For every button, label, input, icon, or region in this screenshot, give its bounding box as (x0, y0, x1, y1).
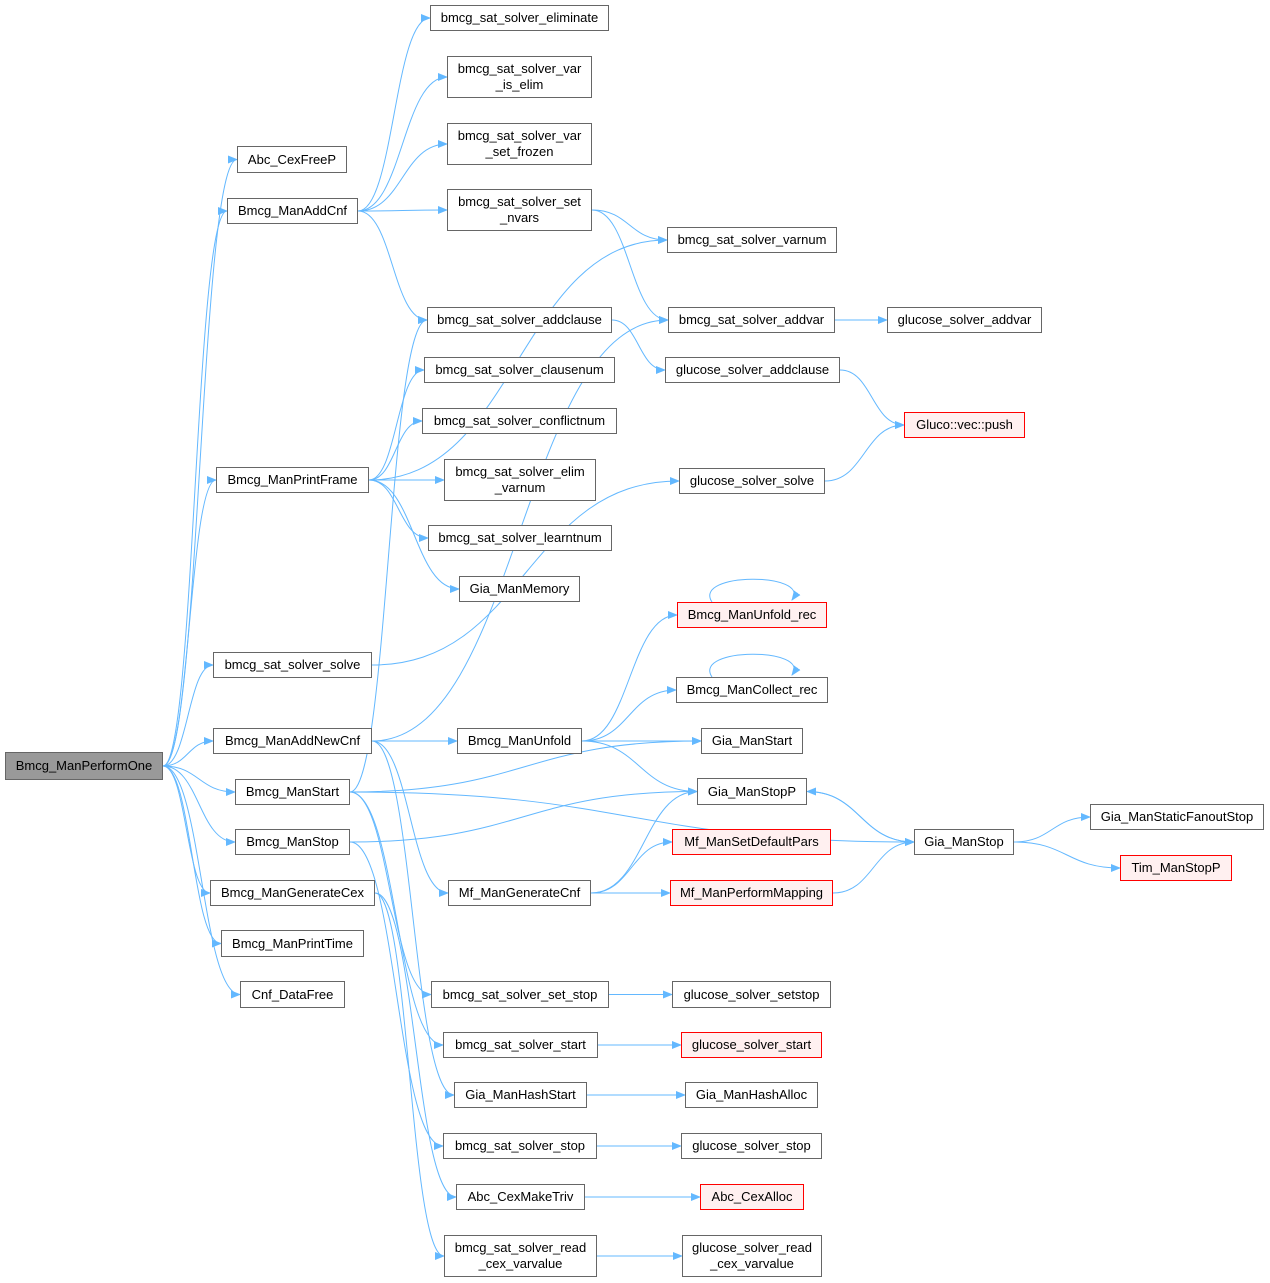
node-gAddvar[interactable]: glucose_solver_addvar (887, 307, 1042, 333)
node-setNvars[interactable]: bmcg_sat_solver_set _nvars (447, 189, 592, 231)
node-giaStop[interactable]: Gia_ManStop (914, 829, 1014, 855)
node-varSetFrozen[interactable]: bmcg_sat_solver_var _set_frozen (447, 123, 592, 165)
edge-addCnf-to-setNvars (357, 206, 448, 215)
node-elimVarnum[interactable]: bmcg_sat_solver_elim _varnum (444, 459, 596, 501)
edge-n0-to-printFrame (162, 476, 217, 767)
node-printTime[interactable]: Bmcg_ManPrintTime (221, 930, 364, 957)
edge-satSolve-to-gSolve (371, 477, 680, 666)
edge-n0-to-manStart (162, 765, 236, 796)
node-gReadCex[interactable]: glucose_solver_read _cex_varvalue (682, 1235, 822, 1277)
node-cexMakeTriv[interactable]: Abc_CexMakeTriv (456, 1184, 585, 1210)
edge-printFrame-to-clausenum (368, 366, 425, 481)
node-setStop[interactable]: bmcg_sat_solver_set_stop (431, 981, 609, 1008)
node-giaMemory[interactable]: Gia_ManMemory (459, 576, 580, 602)
node-addclause[interactable]: bmcg_sat_solver_addclause (427, 307, 612, 333)
edge-collectRec-to-collectRec (709, 653, 801, 678)
edge-giaStop-to-timStopP (1013, 841, 1121, 872)
node-giaStopP[interactable]: Gia_ManStopP (697, 778, 807, 805)
node-hashStart[interactable]: Gia_ManHashStart (454, 1082, 587, 1108)
node-clausenum[interactable]: bmcg_sat_solver_clausenum (424, 357, 615, 383)
node-eliminate[interactable]: bmcg_sat_solver_eliminate (430, 5, 609, 31)
edge-n0-to-satSolve (162, 661, 214, 767)
edge-addCnf-to-varIsElim (357, 73, 448, 212)
edge-addCnf-to-varSetFrozen (357, 140, 448, 212)
edge-mfMapping-to-giaStop (832, 838, 915, 894)
edge-n0-to-genCex (162, 765, 211, 897)
edge-setNvars-to-varnum (591, 209, 668, 244)
node-mfDefPars[interactable]: Mf_ManSetDefaultPars (672, 829, 831, 855)
node-varnum[interactable]: bmcg_sat_solver_varnum (667, 227, 837, 253)
node-abcCexFreeP[interactable]: Abc_CexFreeP (237, 146, 347, 173)
edge-manStart-to-giaStart (349, 737, 702, 793)
edge-setNvars-to-addvar (591, 209, 669, 324)
node-learntnum[interactable]: bmcg_sat_solver_learntnum (428, 525, 612, 551)
node-gStart[interactable]: glucose_solver_start (681, 1032, 822, 1058)
node-mfMapping[interactable]: Mf_ManPerformMapping (670, 880, 833, 906)
node-satSolve[interactable]: bmcg_sat_solver_solve (213, 652, 372, 678)
edge-n0-to-cnfFree (162, 765, 241, 999)
node-varIsElim[interactable]: bmcg_sat_solver_var _is_elim (447, 56, 592, 98)
node-genCex[interactable]: Bmcg_ManGenerateCex (210, 880, 375, 906)
edge-genCex-to-readCex (374, 892, 445, 1260)
edge-gAddclause-to-vecPush (839, 369, 905, 429)
edge-addNewCnf-to-hashStart (371, 740, 455, 1099)
node-vecPush[interactable]: Gluco::vec::push (904, 412, 1025, 438)
edge-addclause-to-gAddclause (611, 319, 666, 374)
edge-addCnf-to-eliminate (357, 14, 431, 212)
node-cnfFree[interactable]: Cnf_DataFree (240, 981, 345, 1008)
edge-manStart-to-solverStart (349, 791, 444, 1049)
node-staticFanoutStop[interactable]: Gia_ManStaticFanoutStop (1090, 804, 1264, 830)
node-gAddclause[interactable]: glucose_solver_addclause (665, 357, 840, 383)
edge-manStart-to-addclause (349, 316, 428, 793)
edge-mfGenCnf-to-mfDefPars (590, 838, 673, 894)
node-printFrame[interactable]: Bmcg_ManPrintFrame (216, 467, 369, 493)
edge-giaStopP-to-giaStop (806, 791, 915, 846)
node-timStopP[interactable]: Tim_ManStopP (1120, 855, 1232, 881)
node-hashAlloc[interactable]: Gia_ManHashAlloc (685, 1082, 818, 1108)
edge-n0-to-printTime (162, 765, 222, 948)
edge-addCnf-to-addclause (357, 210, 428, 324)
edge-printFrame-to-giaMemory (368, 479, 460, 593)
node-gSetstop[interactable]: glucose_solver_setstop (672, 981, 831, 1008)
node-unfoldRec[interactable]: Bmcg_ManUnfold_rec (677, 602, 827, 628)
node-gSolve[interactable]: glucose_solver_solve (679, 468, 825, 494)
edge-genCex-to-cexMakeTriv (374, 892, 457, 1201)
node-n0[interactable]: Bmcg_ManPerformOne (5, 752, 163, 780)
edge-n0-to-addNewCnf (162, 737, 214, 767)
node-readCex[interactable]: bmcg_sat_solver_read _cex_varvalue (444, 1235, 597, 1277)
node-addCnf[interactable]: Bmcg_ManAddCnf (227, 198, 358, 224)
edge-n0-to-addCnf (162, 207, 228, 767)
edge-printFrame-to-conflictnum (368, 417, 423, 481)
node-manStop[interactable]: Bmcg_ManStop (235, 829, 350, 855)
node-conflictnum[interactable]: bmcg_sat_solver_conflictnum (422, 408, 617, 434)
node-mfGenCnf[interactable]: Mf_ManGenerateCnf (448, 880, 591, 906)
edge-manStop-to-solverStop (349, 841, 444, 1150)
edge-printFrame-to-learntnum (368, 479, 429, 542)
edge-unfold-to-unfoldRec (581, 611, 678, 742)
node-unfold[interactable]: Bmcg_ManUnfold (457, 728, 582, 754)
node-cexAlloc[interactable]: Abc_CexAlloc (700, 1184, 804, 1210)
edge-addNewCnf-to-mfGenCnf (371, 740, 449, 897)
edge-unfold-to-giaStopP (581, 740, 698, 796)
node-addNewCnf[interactable]: Bmcg_ManAddNewCnf (213, 728, 372, 754)
edge-unfoldRec-to-unfoldRec (709, 578, 801, 603)
node-giaStart[interactable]: Gia_ManStart (701, 728, 803, 754)
node-collectRec[interactable]: Bmcg_ManCollect_rec (676, 677, 828, 703)
edge-manStop-to-giaStopP (349, 787, 698, 843)
edge-unfold-to-collectRec (581, 686, 677, 742)
node-solverStop[interactable]: bmcg_sat_solver_stop (443, 1133, 597, 1159)
edge-n0-to-manStop (162, 765, 236, 846)
node-gStop[interactable]: glucose_solver_stop (681, 1133, 822, 1159)
edge-gSolve-to-vecPush (824, 421, 905, 482)
node-addvar[interactable]: bmcg_sat_solver_addvar (668, 307, 835, 333)
node-manStart[interactable]: Bmcg_ManStart (235, 779, 350, 805)
node-solverStart[interactable]: bmcg_sat_solver_start (443, 1032, 598, 1058)
edge-giaStop-to-staticFanoutStop (1013, 813, 1091, 843)
